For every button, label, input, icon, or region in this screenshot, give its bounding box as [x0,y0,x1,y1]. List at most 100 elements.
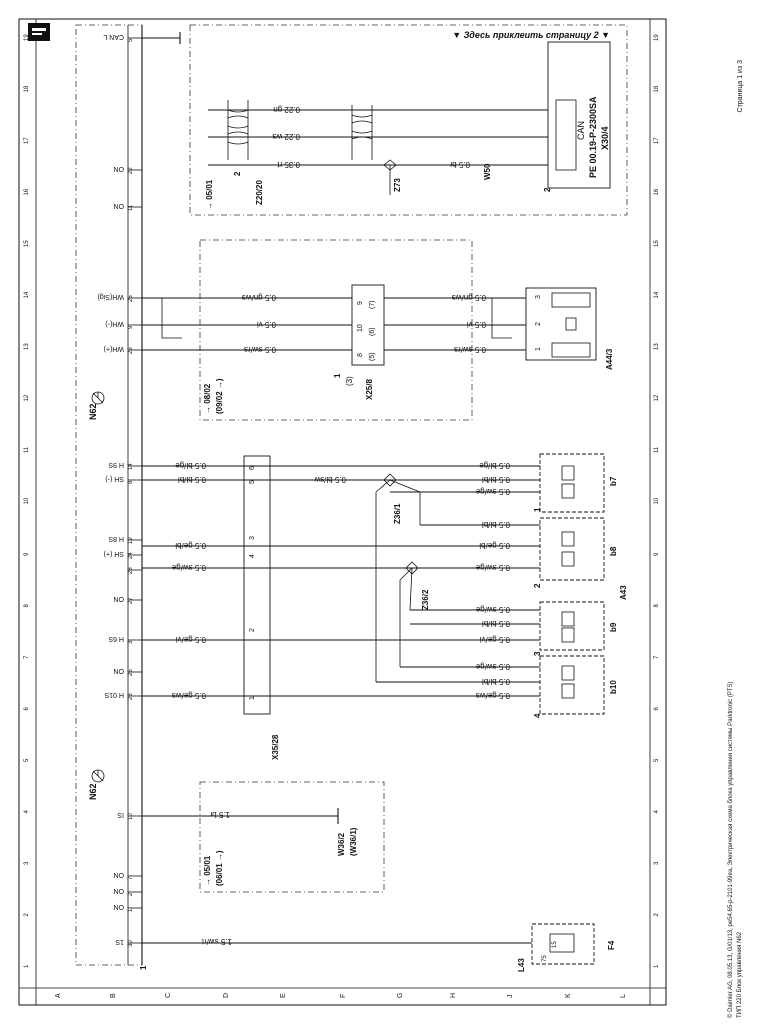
wh-section: 1 (3) X25/8 → 08/02 (09/02 →) A44/3 [142,239,614,421]
n62-pin-number: 22 [128,167,134,174]
col-label: 13 [24,343,30,350]
col-label: 17 [24,137,30,144]
sensor-right-wire-label: 0.5 sw/ge [475,662,510,671]
sensor-right-wire-label: 0.5 ge/vi [480,635,510,644]
col-label: 8 [24,604,30,608]
n62-pin-label: ON [114,887,125,894]
x30-4-line1: CAN [576,121,586,140]
row-label: B [110,993,117,998]
n62-pin-label: ON [114,871,125,878]
b8-label: b8 [609,546,618,556]
row-label: G [397,993,404,998]
n62-pin-label: WH(Sig) [98,293,124,300]
n62-pin-number: 10 [128,813,134,820]
row-label: J [507,995,514,999]
x25-8-label: X25/8 [365,379,374,400]
col-label: 15 [24,240,30,247]
n62-pin-label: IS [117,811,124,818]
z73-junction-icon [383,159,397,195]
n62-pin-number: 9 [128,325,134,329]
col-label: 10 [24,497,30,504]
col-label: 14 [24,291,30,298]
w36-2-label: W36/2 [337,832,346,856]
row-label: C [165,993,172,998]
col-label: 5 [24,758,30,762]
a43-label: A43 [619,585,628,600]
ground-symbol-icon [91,391,105,405]
n62-pin-number: 29 [128,347,134,354]
footer-line2: ТИП 220 Блок управления N62 [737,931,743,1018]
ref-0802-label: → 08/02 [203,383,212,414]
w36-section: W36/2 (W36/1) → 05/01 (06/01 →) 1.5 br [142,781,385,893]
wh-wire-label: 0.5 sw/rs [244,345,276,354]
n62-pin-label: ON [114,595,125,602]
can-wire-label: 0.35 rt [277,160,300,169]
a44-3-pin: 2 [535,322,542,326]
row-label: H [450,993,457,998]
z36-2-junction-icon [405,561,419,575]
document-icon [28,23,50,41]
b7-label: b7 [609,476,618,486]
n62-pin-label: H 6S [108,635,124,642]
n62-pin-label: ON [114,202,125,209]
col-label: 6 [24,707,30,711]
x35-28-label: X35/28 [271,734,280,760]
sensor-right-wire-label: 0.5 bl/bl [482,619,510,628]
n62-pin-number: 2 [128,892,134,896]
sensor-right-wire-label: 0.5 bl/bl [482,677,510,686]
sensor-right-wire-label: 0.5 ge/bl [479,541,510,550]
row-label: K [565,993,572,998]
wh-right-wire-label: 0.5 vi [467,320,486,329]
col-label: 18 [654,85,660,92]
x25-8-pin: 9 [357,301,364,305]
n62-module: N62 N62 1 [75,24,148,970]
x25-8-no: 1 [333,373,342,378]
sensor-right-wire-label: 0.5 sw/ge [475,605,510,614]
sensor-right-wire-label: 0.5 bl/ge [479,461,510,470]
col-label: 3 [24,861,30,865]
sensor-wire-labels: 0.5 bl/ge 0.5 bl/bl 0.5 ge/bl 0.5 sw/ge 0.5 … [171,461,510,700]
col-label: 2 [24,913,30,917]
supply-wire-label: 1.5 sw/rt [201,937,232,946]
col-label: 19 [654,34,660,41]
n62-pin-number: 5 [128,38,134,42]
n62-pin-number: 1 [128,908,134,912]
w36-2-alt: (W36/1) [349,827,358,856]
can-wire-label: 0.22 ws [272,132,300,141]
x35-28-pin: 5 [249,480,256,484]
n62-connector-mark: 1 [139,965,148,970]
sensor-right-wire-label: 0.5 bl/bl [482,475,510,484]
n62-pin-label: CAN L [103,33,124,40]
n62-label: N62 [88,403,98,420]
sensor-left-wire-label: 0.5 ge/bl [175,541,206,550]
col-label: 4 [654,810,660,814]
can-wire-label: 0.5 br [449,160,470,169]
z36-1-label: Z36/1 [393,503,402,524]
n62-pin-label: 1S [115,938,124,945]
n62-pin-label: ON [114,165,125,172]
col-label: 7 [24,655,30,659]
b9-no: 3 [533,651,542,656]
sensor-section: X35/28 Z36/1 Z36/2 [142,453,628,760]
b10-no: 4 [533,713,542,718]
n62-label-2: N62 [88,783,98,800]
row-label: L [620,994,627,998]
z36-2-label: Z36/2 [421,589,430,610]
sensor-left-wire-label: 0.5 ge/vi [176,635,206,644]
sensor-right-wire-label: 0.5 sw/ge [475,563,510,572]
x35-28-pin: 6 [249,466,256,470]
a44-3-pin: 1 [535,347,542,351]
n62-pin-label: ON [114,903,125,910]
wh-wire-label: 0.5 gn/ws [242,293,276,302]
x35-28-pin: 2 [249,628,256,632]
can-section: 2 Z20/20 Z73 W50 CAN PE 00.19-P-2300SA X… [142,24,628,216]
sensor-left-wire-label: 0.5 bl/ge [175,461,206,470]
col-label: 7 [654,655,660,659]
x35-28-pin: 4 [249,554,256,558]
row-label: A [55,993,62,998]
n62-pin-number: 28 [128,567,134,574]
b8-no: 2 [533,583,542,588]
ref-0802-alt: (09/02 →) [215,378,224,414]
